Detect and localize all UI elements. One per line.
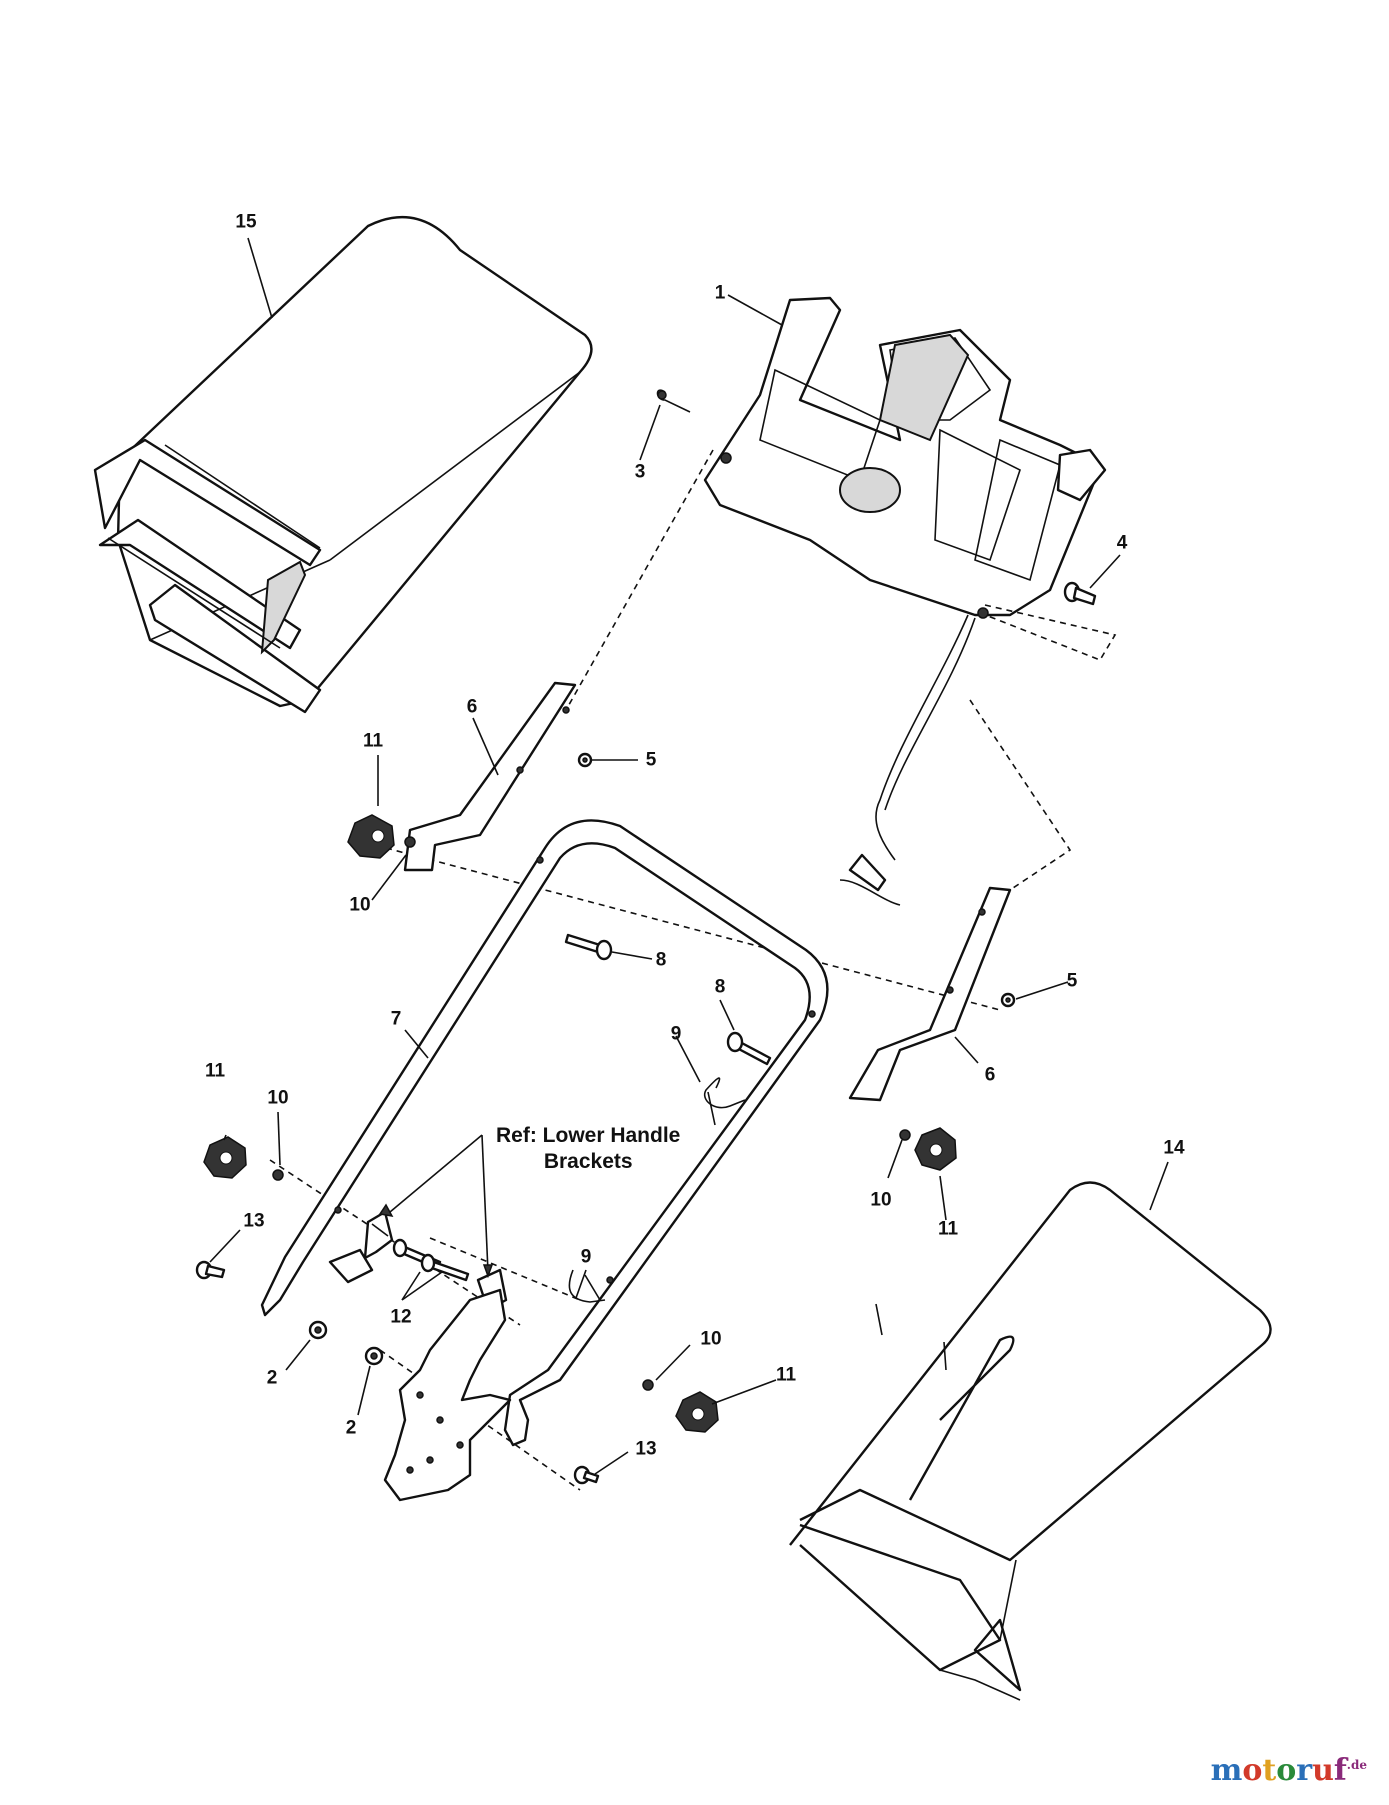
callout-13: 13 [635, 1438, 657, 1460]
reference-label-line2: Brackets [543, 1150, 633, 1174]
callout-14: 14 [1163, 1137, 1185, 1159]
callout-4: 4 [1116, 532, 1128, 554]
callout-9: 9 [580, 1246, 592, 1268]
upper-arm-right [848, 886, 1012, 1102]
callout-10: 10 [267, 1087, 289, 1109]
callout-11: 11 [362, 730, 384, 752]
bracket-left [328, 1210, 394, 1284]
bolt-8a [564, 933, 613, 961]
bolt-13b [573, 1465, 600, 1485]
callout-2: 2 [266, 1367, 278, 1389]
clip-9b [568, 1269, 606, 1303]
callout-2: 2 [345, 1417, 357, 1439]
watermark-text: motoruf [1210, 1753, 1347, 1788]
watermark-suffix: .de [1346, 1758, 1367, 1772]
lower-handle-loop [260, 819, 829, 1447]
bolts-12 [392, 1238, 470, 1282]
nut-5b [1000, 992, 1016, 1008]
knob-11a [347, 814, 395, 859]
callout-7: 7 [390, 1008, 402, 1030]
callout-1: 1 [714, 282, 726, 304]
washer-10b [899, 1129, 911, 1141]
callout-6: 6 [984, 1064, 996, 1086]
nut-2a [308, 1320, 328, 1340]
callout-15: 15 [235, 211, 257, 233]
callout-10: 10 [349, 894, 371, 916]
nut-2b [364, 1346, 384, 1366]
knob-11d [675, 1391, 719, 1433]
washer-10c [272, 1169, 284, 1181]
callout-5: 5 [1066, 970, 1078, 992]
knob-11c [203, 1136, 247, 1179]
part-3-bolt [656, 389, 691, 413]
washer-10a [404, 836, 416, 848]
callout-5: 5 [645, 749, 657, 771]
callout-9: 9 [670, 1023, 682, 1045]
nut-5a [577, 752, 593, 768]
callout-13: 13 [243, 1210, 265, 1232]
callout-3: 3 [634, 461, 646, 483]
watermark-logo: motoruf.de [1211, 1753, 1367, 1788]
callout-11: 11 [775, 1364, 797, 1386]
callout-6: 6 [466, 696, 478, 718]
part-4-pin [1063, 581, 1097, 606]
alignment-lines [269, 449, 1117, 1491]
bolt-13a [195, 1260, 226, 1280]
upper-arm-left [403, 681, 577, 872]
callout-11: 11 [937, 1218, 959, 1240]
reference-label: Ref: Lower Handle Brackets [496, 1123, 680, 1176]
callout-12: 12 [390, 1306, 412, 1328]
callout-11: 11 [204, 1060, 226, 1082]
callout-10: 10 [700, 1328, 722, 1350]
leader-lines [209, 237, 1169, 1475]
grass-bag [93, 215, 593, 714]
bracket-right [383, 1268, 512, 1502]
callout-10: 10 [870, 1189, 892, 1211]
clip-9a [703, 1077, 746, 1126]
callout-8: 8 [714, 976, 726, 998]
knob-11b [914, 1127, 957, 1171]
upper-handle-panel [703, 296, 1107, 906]
callout-8: 8 [655, 949, 667, 971]
reference-label-line1: Ref: Lower Handle [496, 1124, 681, 1147]
bolt-8b [726, 1031, 772, 1066]
bag-frame [789, 1181, 1272, 1701]
washer-10d [642, 1379, 654, 1391]
